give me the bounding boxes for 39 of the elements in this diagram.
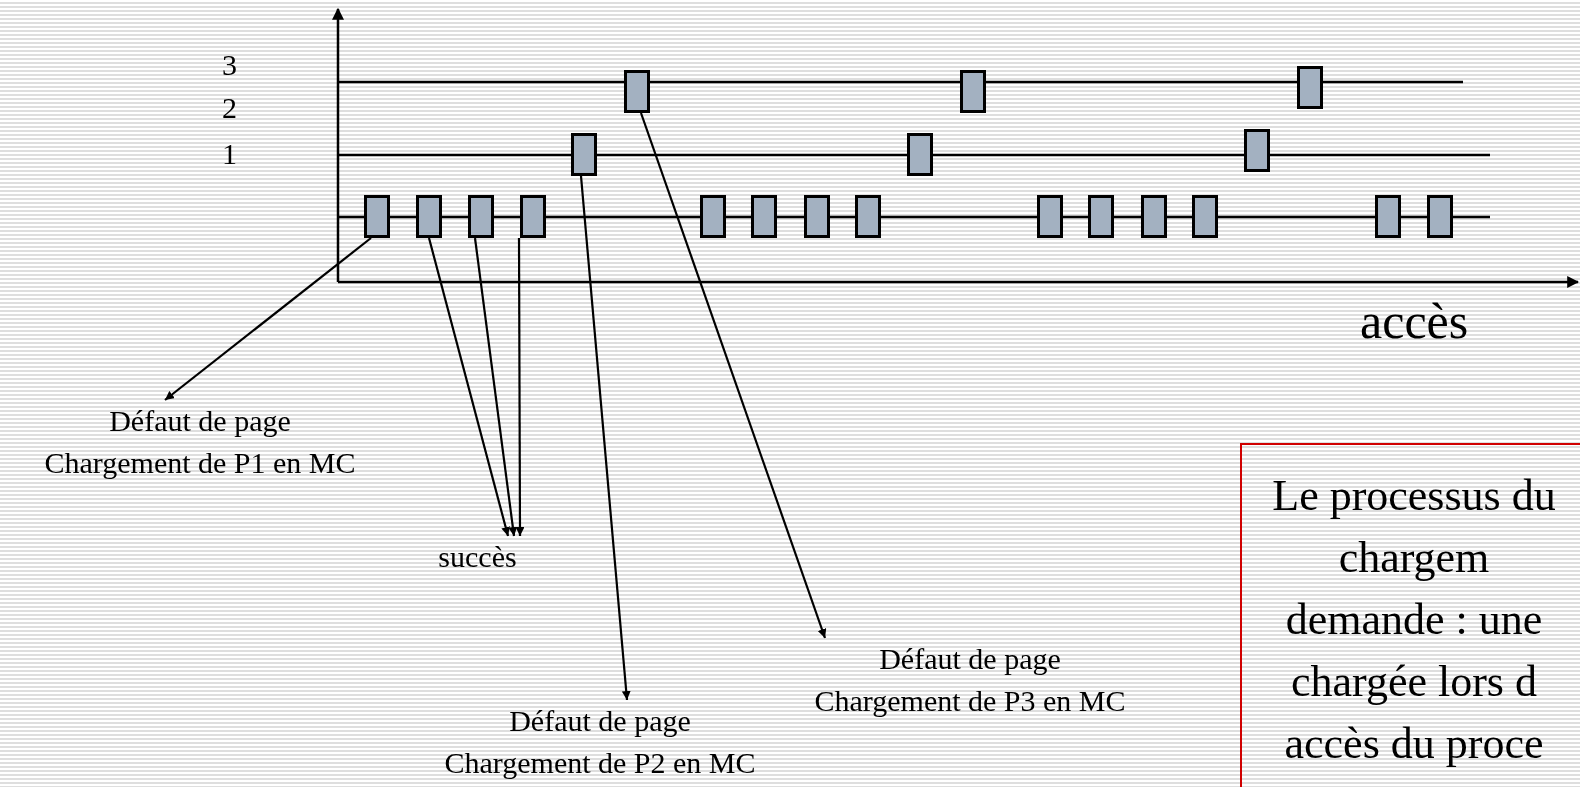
page-block [1244,129,1270,172]
arrow [427,237,511,537]
arrow [579,175,631,701]
page-block [416,195,442,238]
page-block [751,195,777,238]
arrow [639,112,827,639]
axis-tick-label: 2 [222,93,237,123]
annotation-text: Chargement de P1 en MC [43,445,357,481]
annotation-text: Défaut de page [878,641,1062,677]
arrow [515,238,525,536]
annotation-text: succès [437,539,518,575]
arrow [473,237,518,537]
page-block [571,133,597,176]
axis-tick-label: 3 [222,50,237,80]
page-block [1427,195,1453,238]
annotation-text: Défaut de page [508,703,692,739]
page-block [364,195,390,238]
page-block [1297,66,1323,109]
page-block [1141,195,1167,238]
page-block [960,70,986,113]
page-block [1192,195,1218,238]
axis-tick-label: 1 [222,139,237,169]
page-block [855,195,881,238]
annotation-text: Chargement de P3 en MC [813,683,1127,719]
page-block [804,195,830,238]
page-block [907,133,933,176]
arrow [164,237,372,401]
note-box [1240,443,1580,787]
page-block [1375,195,1401,238]
page-block [520,195,546,238]
annotation-text: Chargement de P2 en MC [443,745,757,781]
page-block [468,195,494,238]
note-text: Le processus du chargem demande : une chargée lors d accès du proce [1271,470,1557,770]
page-block [1088,195,1114,238]
annotation-text: Défaut de page [108,403,292,439]
page-block [624,70,650,113]
page-block [700,195,726,238]
axis-title: accès [1360,296,1469,346]
page-block [1037,195,1063,238]
